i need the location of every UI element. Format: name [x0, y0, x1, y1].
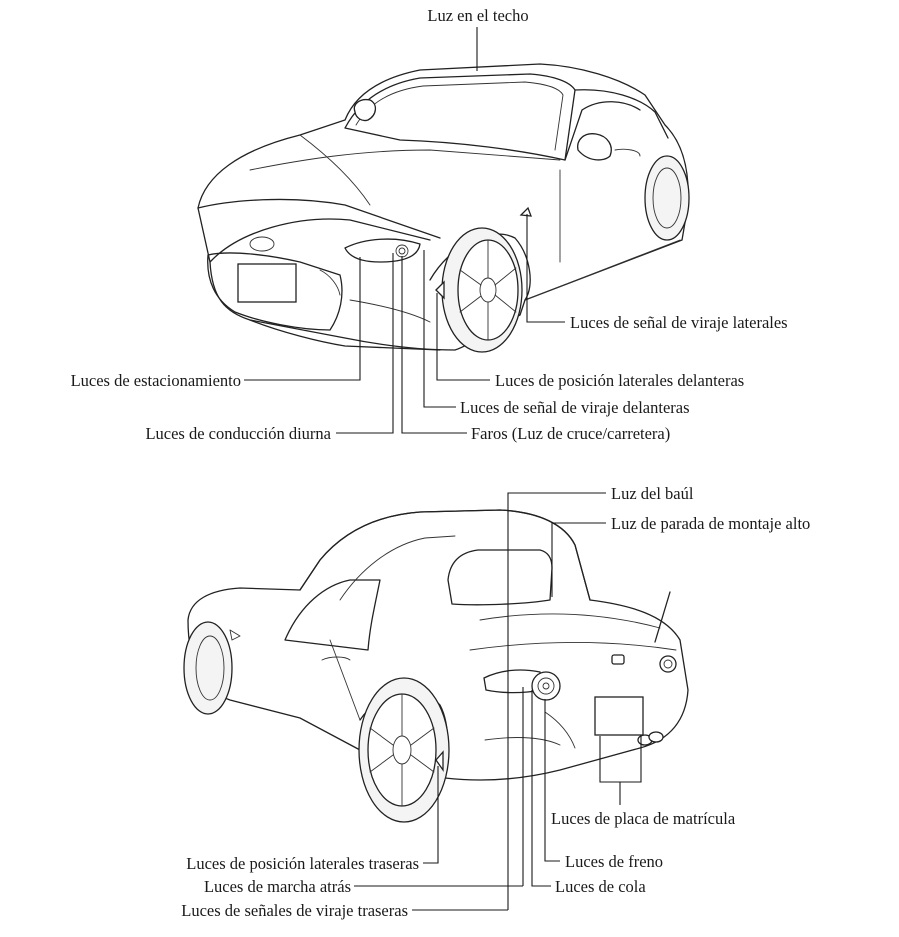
- rear-car-illustration: [183, 509, 689, 823]
- label-reverse-lights: Luces de marcha atrás: [204, 877, 351, 896]
- label-headlights: Faros (Luz de cruce/carretera): [471, 424, 670, 443]
- rear-leader-lines: [354, 492, 642, 911]
- leader-rear-side-markers: [423, 766, 439, 864]
- leader-brake-lights: [544, 699, 560, 862]
- rear-labels: Luz del baúl Luz de parada de montaje al…: [181, 484, 810, 920]
- label-parking-lights: Luces de estacionamiento: [71, 371, 241, 390]
- label-high-mount-stop-light: Luz de parada de montaje alto: [611, 514, 810, 533]
- front-labels: Luz en el techo Luces de señal de viraje…: [71, 6, 788, 443]
- label-rear-turn-signals: Luces de señales de viraje traseras: [181, 901, 408, 920]
- leader-tail-lights: [531, 690, 551, 887]
- label-rear-side-markers: Luces de posición laterales traseras: [186, 854, 419, 873]
- leader-daytime-running-lights: [336, 253, 394, 434]
- label-license-plate-lights: Luces de placa de matrícula: [551, 809, 736, 828]
- label-front-turn-signals: Luces de señal de viraje delanteras: [460, 398, 690, 417]
- leader-trunk-light: [507, 492, 606, 910]
- label-side-turn-signals: Luces de señal de viraje laterales: [570, 313, 788, 332]
- leader-headlights: [401, 256, 467, 434]
- label-tail-lights: Luces de cola: [555, 877, 646, 896]
- label-roof-light: Luz en el techo: [427, 6, 528, 25]
- label-front-side-markers: Luces de posición laterales delanteras: [495, 371, 744, 390]
- label-brake-lights: Luces de freno: [565, 852, 663, 871]
- front-leader-lines: [244, 27, 565, 434]
- label-trunk-light: Luz del baúl: [611, 484, 694, 503]
- front-car-illustration: [197, 63, 690, 353]
- leader-front-side-markers: [436, 293, 490, 381]
- leader-front-turn-signals: [423, 250, 456, 408]
- leader-side-turn-signals: [526, 214, 565, 323]
- leader-high-mount-stop-light: [551, 522, 606, 597]
- label-daytime-running-lights: Luces de conducción diurna: [145, 424, 331, 443]
- leader-parking-lights: [244, 257, 361, 381]
